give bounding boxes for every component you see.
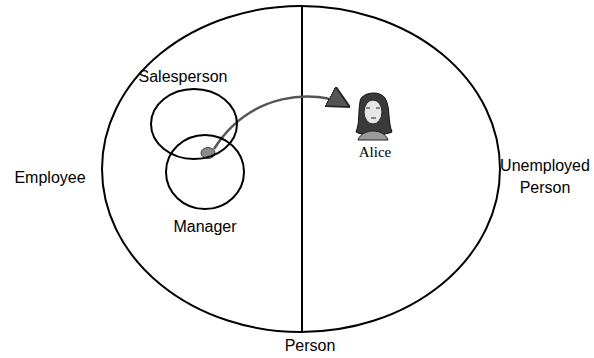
- ellipse-outline: [166, 135, 244, 209]
- set-name: Employee: [14, 167, 85, 189]
- ellipse-outline: [150, 88, 238, 160]
- ellipse-outline: [151, 89, 237, 159]
- set-name: Manager: [173, 216, 236, 238]
- subset-region: EmployeeSalespersonManager: [101, 5, 302, 333]
- ellipse-outline: [165, 134, 245, 210]
- subset-circle: Manager: [165, 134, 245, 210]
- person-icon: [356, 93, 392, 140]
- set-name: Salesperson: [139, 66, 228, 88]
- instance-arrow: [214, 96, 348, 149]
- subset-region: Unemployed Person: [302, 5, 501, 333]
- subset-circle: Salesperson: [150, 88, 238, 160]
- ellipse-outline: [102, 6, 500, 332]
- set-name: Unemployed Person: [499, 155, 591, 198]
- instance-name: Alice: [359, 144, 391, 161]
- ellipse-outline: [101, 5, 501, 333]
- set-name: Person: [285, 335, 336, 357]
- divider-line: [301, 6, 303, 332]
- set-ellipse: PersonEmployeeSalespersonManagerUnemploy…: [101, 5, 501, 333]
